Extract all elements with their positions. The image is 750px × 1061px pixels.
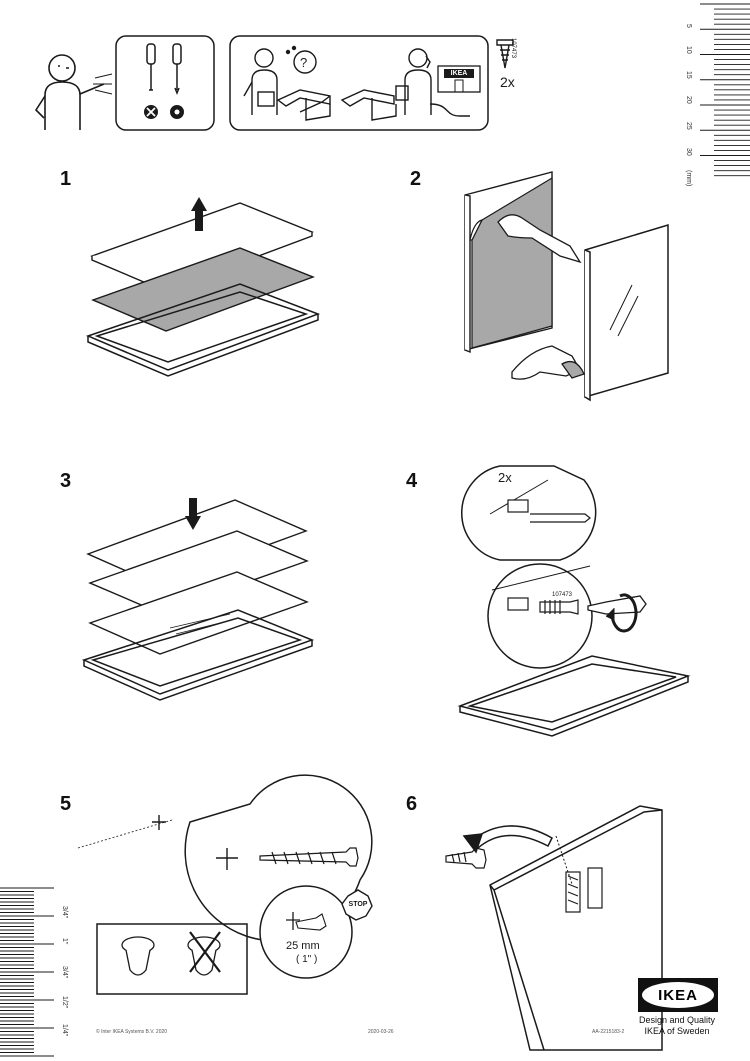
step-4-frame <box>457 655 691 737</box>
step-6-screw-icon <box>445 847 487 869</box>
step-2-hand-bottom-icon <box>511 345 585 380</box>
stop-label: STOP <box>348 901 368 908</box>
wall-line <box>77 819 173 849</box>
stop-sign-icon <box>341 889 373 921</box>
step-4-part-number: 107473 <box>552 592 573 598</box>
step-1-gray-insert <box>91 247 315 332</box>
step-4-multiplier: 2x <box>498 470 512 485</box>
footer-doc-number: AA-2215183-2 <box>592 1029 625 1035</box>
confused-person-icon <box>243 48 278 115</box>
screw-wrong-icon <box>187 931 221 976</box>
step-5-number: 5 <box>60 793 72 815</box>
screw-comparison-box <box>96 923 248 995</box>
ikea-box-label: IKEA <box>450 70 468 77</box>
footer-date: 2020-03-26 <box>368 1029 394 1035</box>
person-pointing-icon <box>34 54 105 130</box>
step-2-hand-top-icon <box>497 214 582 264</box>
step-3-insert <box>88 530 309 614</box>
ikea-store-sign <box>444 69 474 78</box>
step-6-frame <box>489 805 663 1051</box>
ikea-logo: IKEA <box>638 978 718 1012</box>
step-3-frame <box>81 609 315 701</box>
screw-depth-mm: 25 mm <box>286 940 320 952</box>
question-bubble-icon: ? <box>285 45 317 74</box>
tools-panel <box>115 35 215 131</box>
step-4-zoom-circle-top <box>461 465 597 561</box>
ikea-store-door <box>454 79 464 93</box>
step-5-depth-circle <box>259 885 353 979</box>
phone-person-icon <box>395 48 470 117</box>
step-2-glass-pane-front <box>584 223 669 402</box>
step-2-film-peel <box>469 176 553 349</box>
step-1-number: 1 <box>60 168 72 190</box>
step-4-number: 4 <box>406 470 418 492</box>
step-4-screw-icon <box>539 599 579 615</box>
screw-icon <box>496 39 514 69</box>
flat-screw-head-icon <box>144 105 158 119</box>
l-bracket-parts-icon <box>276 89 397 121</box>
screw-depth-in: ( 1" ) <box>296 954 318 965</box>
ikea-logo-svg <box>638 978 718 1012</box>
step-6-hook-icon <box>565 867 603 913</box>
tagline-design-quality: Design and Quality <box>638 1015 716 1025</box>
svg-text:?: ? <box>300 55 307 70</box>
rotate-arrow-icon <box>605 593 638 633</box>
tagline-ikea-sweden: IKEA of Sweden <box>644 1026 710 1036</box>
curved-arrow-icon <box>462 825 573 885</box>
screwdriver-phillips-icon <box>172 43 182 96</box>
ikea-logo-text: IKEA <box>658 986 698 1004</box>
down-arrow-icon <box>185 498 201 530</box>
screwdriver-flat-icon <box>146 43 156 91</box>
assistance-panel <box>229 35 489 131</box>
footer-copyright: © Inter IKEA Systems B.V. 2020 <box>96 1029 168 1035</box>
step-5-screw-icon <box>259 847 359 867</box>
up-arrow-icon <box>191 197 207 231</box>
wall-mark-icon <box>152 815 166 830</box>
step-4-zoom-circle-bottom <box>487 563 593 669</box>
speech-lines-icon <box>93 73 113 95</box>
phillips-screw-head-icon <box>170 105 184 119</box>
step-6-number: 6 <box>406 793 418 815</box>
step-2-number: 2 <box>410 168 422 190</box>
step-3-number: 3 <box>60 470 72 492</box>
screw-quantity: 2x <box>500 74 515 90</box>
step-1-frame <box>85 283 321 377</box>
screw-correct-icon <box>121 936 155 976</box>
